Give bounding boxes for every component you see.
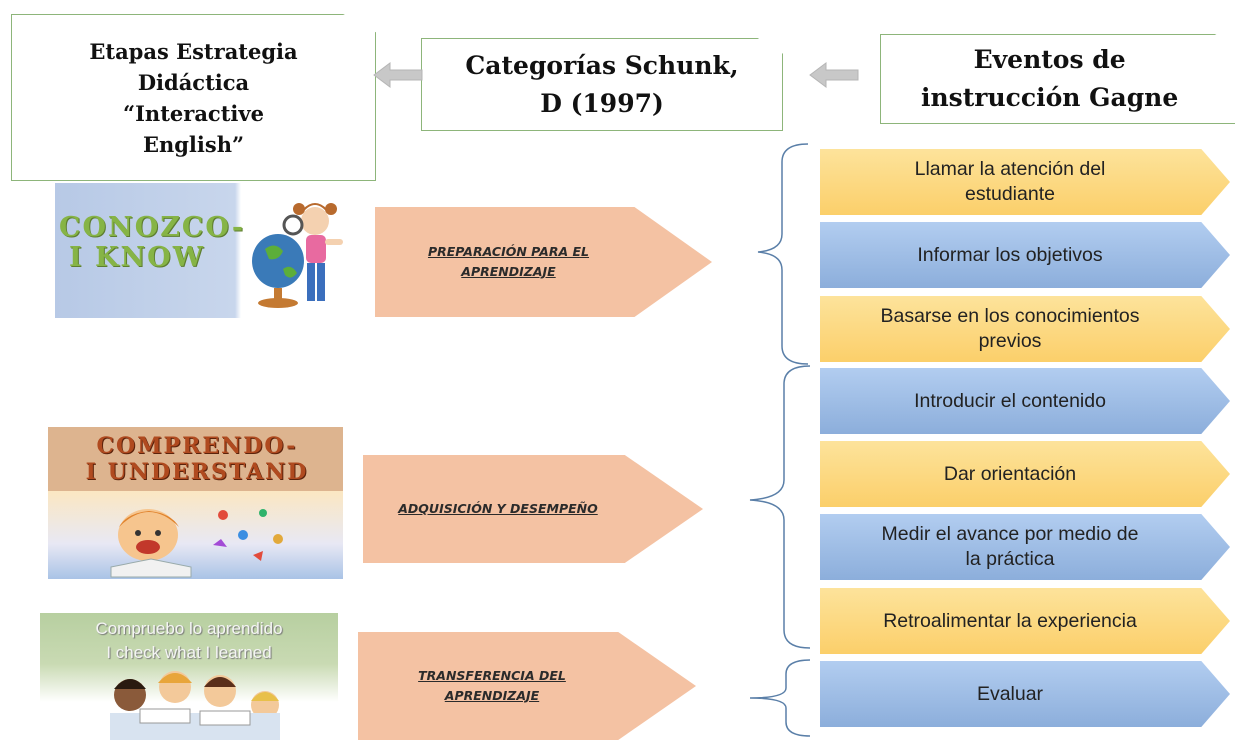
stage-label-line: PREPARACIÓN PARA EL [427,244,590,259]
event-text: Evaluar [976,682,1044,705]
event-box: Dar orientación [820,441,1230,507]
stage-image-title: COMPRENDO- [96,433,298,459]
gagne-header-line: instrucción Gagne [921,83,1179,112]
event-text: Informar los objetivos [917,243,1103,266]
gagne-header-box: Eventos de instrucción Gagne [880,34,1235,124]
stage-transferencia: TRANSFERENCIA DEL APRENDIZAJE [358,632,696,740]
kids-studying-illustration-icon [110,671,280,740]
girl-globe-illustration-icon [252,203,343,308]
event-box: Basarse en los conocimientos previos [820,296,1230,362]
event-box: Llamar la atención del estudiante [820,149,1230,215]
gagne-header-line: Eventos de [973,45,1126,74]
schunk-header-line: D (1997) [540,88,664,118]
bracket-transferencia [749,659,811,737]
event-text: previos [978,330,1042,352]
event-box: Medir el avance por medio de la práctica [820,514,1230,580]
stages-header-line: Etapas Estrategia [89,38,298,64]
schunk-header-box: Categorías Schunk, D (1997) [421,38,783,131]
left-arrow-icon [373,62,423,88]
event-box: Informar los objetivos [820,222,1230,288]
event-text: Retroalimentar la experiencia [883,609,1137,632]
event-text: Dar orientación [943,462,1077,485]
event-text: Llamar la atención del [914,158,1106,180]
event-box: Evaluar [820,661,1230,727]
bracket-preparacion [757,143,809,365]
stage-image-subtitle: I UNDERSTAND [85,459,309,485]
stage-label-line: ADQUISICIÓN Y DESEMPEÑO [398,501,598,516]
stages-header-line: “Interactive [123,100,264,126]
event-box: Retroalimentar la experiencia [820,588,1230,654]
stage-image-title: CONOZCO- [59,212,246,243]
event-text: Medir el avance por medio de [881,523,1139,545]
event-box: Introducir el contenido [820,368,1230,434]
stage-label-line: APRENDIZAJE [444,688,540,703]
event-text: Introducir el contenido [914,389,1106,412]
stages-header-line: English” [142,131,245,157]
stages-header-line: Didáctica [137,69,250,95]
stage-image-subtitle: I KNOW [69,242,206,273]
stage-image-title: Compruebo lo aprendido [95,619,283,638]
stage-label-line: TRANSFERENCIA DEL [418,668,566,683]
left-arrow-icon [809,62,859,88]
schunk-header-line: Categorías Schunk, [465,50,739,80]
stage-image-understand: COMPRENDO- I UNDERSTAND [48,427,343,579]
stage-adquisicion: ADQUISICIÓN Y DESEMPEÑO [363,455,703,563]
stage-preparacion: PREPARACIÓN PARA EL APRENDIZAJE [375,207,712,317]
event-text: la práctica [965,548,1055,570]
stage-image-subtitle: I check what I learned [106,643,272,662]
stages-header-box: Etapas Estrategia Didáctica “Interactive… [11,14,376,181]
event-text: Basarse en los conocimientos [880,305,1140,327]
bracket-adquisicion [749,365,811,649]
grouping-brackets [749,143,811,737]
stage-image-know: CONOZCO- I KNOW [55,183,355,318]
event-text: estudiante [964,183,1055,205]
stage-image-check: Compruebo lo aprendido I check what I le… [40,613,338,740]
stage-label-line: APRENDIZAJE [461,264,556,279]
boy-reading-illustration-icon [110,509,283,578]
